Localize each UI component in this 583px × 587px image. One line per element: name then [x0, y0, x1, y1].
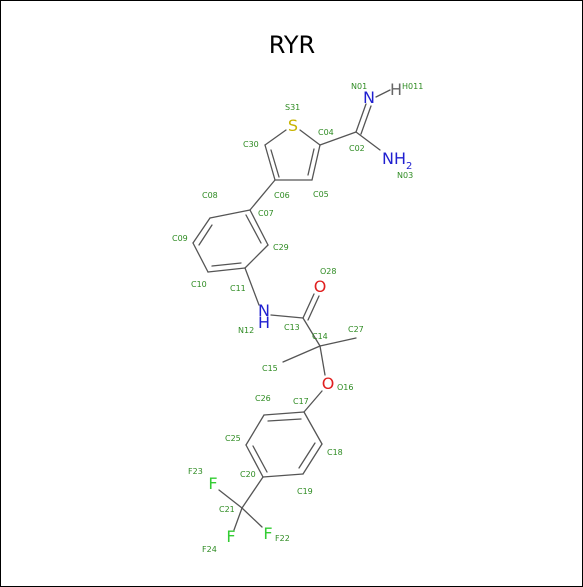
amine-subscript: 2 [406, 161, 412, 172]
diagram-title: RYR [269, 31, 315, 59]
bond-c19-c18-inner [298, 442, 316, 469]
bond-c21-f24 [233, 507, 243, 531]
bond-c29-c07 [249, 209, 269, 246]
bond-c11-n12 [244, 267, 260, 306]
amine-nitrogen-symbol: NH [382, 149, 406, 168]
bond-c30-c06-inner [270, 149, 280, 178]
atom-label: S31 [285, 103, 300, 112]
atom-label: C30 [243, 140, 259, 149]
bond-c08-c09-inner [198, 224, 213, 246]
atom-label: N12 [238, 326, 254, 335]
atom-label: C29 [273, 243, 289, 252]
bond-n01-h011 [375, 89, 391, 98]
atom-label: C10 [191, 280, 207, 289]
atom-label: C18 [327, 448, 343, 457]
atom-label: N03 [397, 171, 413, 180]
bond-c29-c07-inner [245, 214, 262, 244]
amide-nitrogen-symbol: N [258, 301, 270, 320]
atom-label: C17 [293, 397, 309, 406]
atom-label: F24 [202, 545, 217, 554]
bond-c20-c19 [262, 473, 304, 478]
atom-labels: N01 H011 S31 C04 C30 C02 N03 C06 C05 C08… [172, 82, 423, 554]
bond-c05-c04-inner [307, 148, 315, 176]
atom-label: C13 [284, 323, 300, 332]
bond-c20-c21 [241, 476, 264, 509]
bond-n12-c13 [270, 314, 304, 319]
bond-c13-o28-a [302, 293, 315, 319]
bond-c17-c26 [263, 411, 305, 416]
bond-c21-f22 [241, 507, 263, 528]
bond-c14-o16 [319, 345, 326, 376]
bond-c25-c20 [245, 444, 264, 478]
atom-label: C15 [262, 364, 278, 373]
atom-label: C14 [312, 332, 328, 341]
bond-c21-f23 [218, 489, 243, 509]
sulfur-symbol: S [288, 116, 298, 135]
bond-c10-c11-inner [211, 262, 242, 267]
bond-c10-c11 [207, 267, 246, 273]
atom-label: C26 [255, 394, 271, 403]
bond-c06-c07 [249, 179, 276, 211]
bond-c02-n01-b [360, 105, 372, 135]
ether-oxygen-symbol: O [322, 374, 335, 393]
atom-label: N01 [351, 82, 367, 91]
atom-label: C11 [230, 284, 246, 293]
atom-label: F22 [275, 534, 290, 543]
atom-label: C27 [348, 325, 364, 334]
bond-c26-c25 [245, 414, 265, 446]
bond-c19-c18 [302, 443, 323, 475]
carbonyl-oxygen-symbol: O [314, 277, 327, 296]
bond-c14-c27 [319, 337, 357, 347]
bond-s31-c04 [299, 129, 321, 146]
atom-label: O28 [320, 267, 336, 276]
atom-label: C02 [349, 144, 365, 153]
bonds [192, 89, 391, 531]
atom-label: C20 [240, 470, 256, 479]
imine-nitrogen-symbol: N [363, 88, 375, 107]
atom-label: C25 [225, 434, 241, 443]
atom-label: F23 [188, 467, 203, 476]
atom-label: C08 [202, 191, 218, 200]
atom-label: C04 [318, 128, 334, 137]
atom-label: C07 [258, 209, 274, 218]
bond-c30-c06 [264, 144, 276, 181]
bond-c11-c29 [244, 244, 269, 269]
bond-c02-n03 [355, 131, 381, 151]
bond-c02-n01-a [355, 103, 367, 133]
atom-label: C06 [274, 191, 290, 200]
bond-o16-c17 [303, 390, 323, 413]
fluorine-f24-symbol: F [226, 527, 235, 546]
bond-c07-c08 [209, 209, 251, 219]
atom-label: C19 [297, 487, 313, 496]
bond-c09-c10 [192, 242, 209, 273]
atom-label: O16 [337, 383, 353, 392]
bond-c08-c09 [192, 217, 211, 244]
bond-c14-c15 [282, 345, 321, 363]
fluorine-f22-symbol: F [263, 524, 272, 543]
bond-c25-c20-inner [252, 445, 268, 473]
atom-label: C05 [313, 190, 329, 199]
atom-label: C09 [172, 234, 188, 243]
bond-c13-c14 [302, 317, 321, 347]
bond-c04-c02 [319, 131, 357, 146]
fluorine-f23-symbol: F [208, 474, 217, 493]
atom-label: H011 [402, 82, 423, 91]
element-symbols: S N H NH 2 N H O O F F F [208, 80, 412, 546]
atom-label: C21 [219, 505, 235, 514]
bond-c13-o28-b [307, 295, 320, 321]
bond-s31-c30 [264, 129, 287, 146]
imine-hydrogen-symbol: H [390, 80, 402, 99]
bond-c18-c17 [303, 411, 323, 445]
bond-c17-c26-inner [267, 418, 302, 422]
amide-hydrogen-symbol: H [258, 313, 270, 332]
bond-c05-c04 [311, 144, 321, 181]
